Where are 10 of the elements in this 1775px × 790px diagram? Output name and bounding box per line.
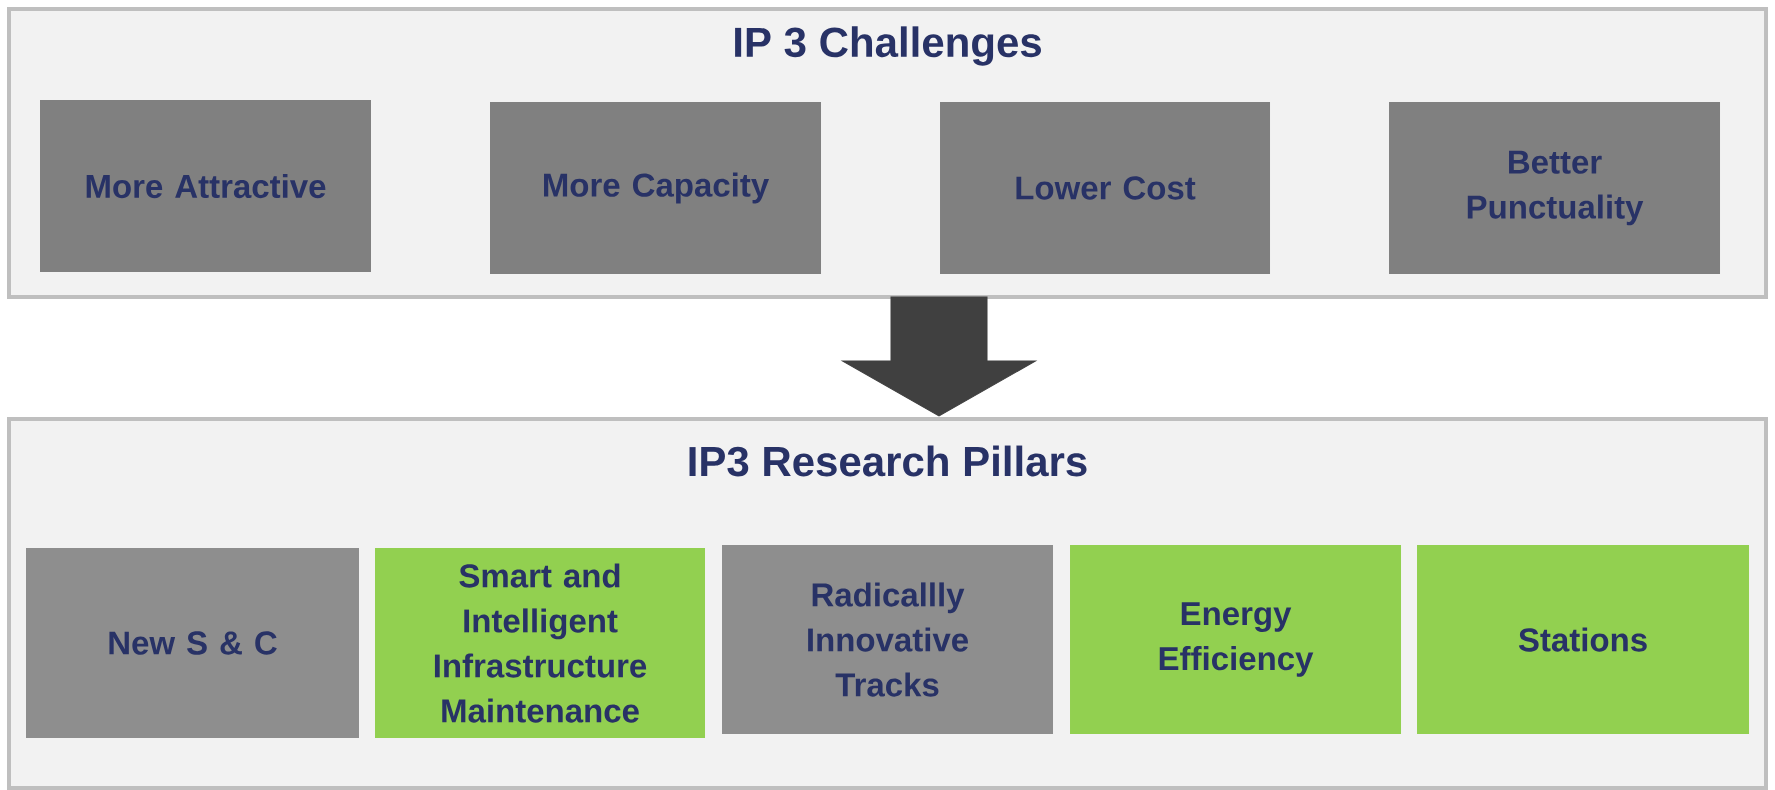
pillar-box: Radicallly Innovative Tracks — [722, 545, 1053, 734]
pillar-box: Stations — [1417, 545, 1749, 734]
block-arrow — [842, 296, 1036, 417]
challenge-box: Lower Cost — [940, 102, 1270, 274]
challenge-box: Better Punctuality — [1389, 102, 1720, 274]
challenge-box: More Capacity — [490, 102, 821, 274]
pillar-box: Smart and Intelligent Infrastructure Maintenance — [375, 548, 705, 738]
pillar-box: New S & C — [26, 548, 359, 738]
challenge-box: More Attractive — [40, 100, 371, 272]
pillar-box: Energy Efficiency — [1070, 545, 1401, 734]
